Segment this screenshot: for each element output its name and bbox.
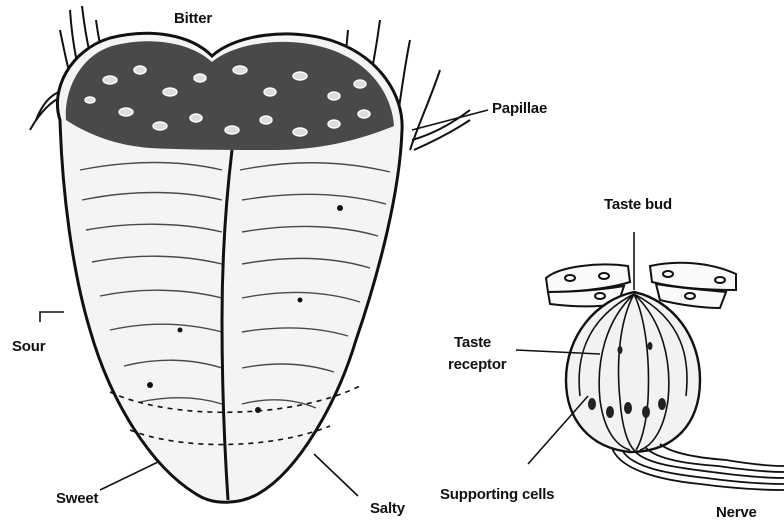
supporting-cells-leader (528, 396, 588, 464)
label-papillae: Papillae (492, 100, 547, 117)
sour-leader (40, 312, 64, 322)
taste-bud-illustration (546, 232, 784, 490)
salty-leader (314, 454, 358, 496)
label-sour: Sour (12, 338, 45, 355)
taste-bud-body (566, 292, 700, 452)
label-taste-bud: Taste bud (604, 196, 672, 213)
sweet-leader (100, 462, 158, 490)
label-bitter: Bitter (174, 10, 212, 27)
label-salty: Salty (370, 500, 405, 517)
tongue-illustration (30, 6, 470, 502)
label-taste-receptor-line1: Taste (454, 334, 491, 351)
label-supporting-cells: Supporting cells (440, 486, 554, 503)
label-taste-receptor-line2: receptor (448, 356, 506, 373)
label-nerve: Nerve (716, 504, 757, 521)
label-sweet: Sweet (56, 490, 98, 507)
